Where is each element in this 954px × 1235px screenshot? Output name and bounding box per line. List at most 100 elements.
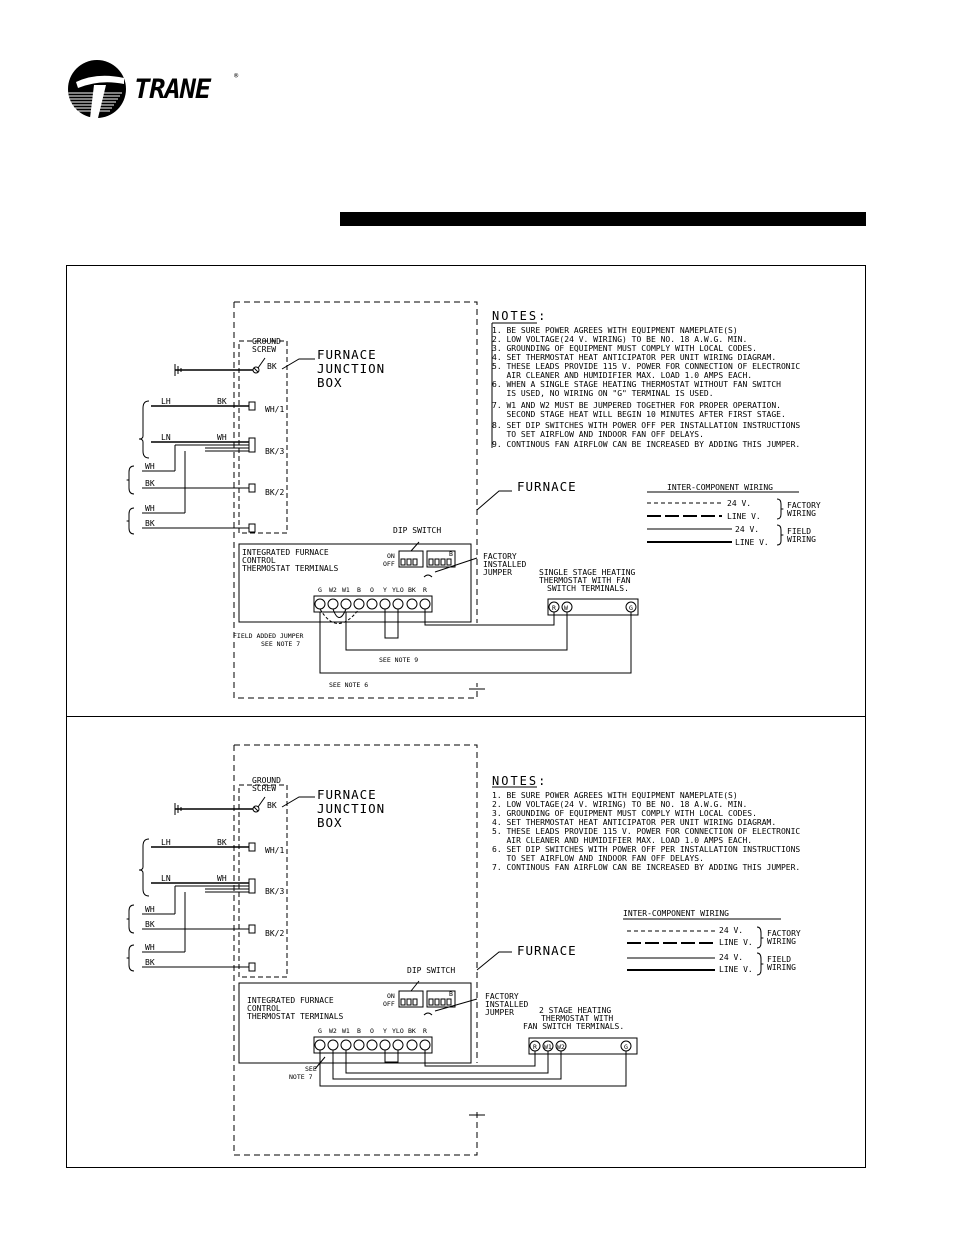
svg-text:24 V.: 24 V. xyxy=(719,926,743,935)
svg-text:B: B xyxy=(357,586,361,594)
svg-text:W1: W1 xyxy=(342,1027,350,1035)
svg-text:WH: WH xyxy=(145,905,155,914)
ground-screw-label: GROUND xyxy=(252,337,281,346)
factory-jumper-label: FACTORY xyxy=(483,552,517,561)
integrated-furnace-control xyxy=(238,982,472,1064)
svg-text:BK: BK xyxy=(145,519,155,528)
svg-text:G: G xyxy=(318,1027,322,1035)
svg-text:NOTE 7: NOTE 7 xyxy=(289,1073,313,1081)
svg-text:YLO: YLO xyxy=(392,586,404,594)
svg-text:G: G xyxy=(318,586,322,594)
svg-text:ON: ON xyxy=(387,992,395,1000)
dip-switch-label: DIP SWITCH xyxy=(393,526,441,535)
thermostat xyxy=(528,1037,638,1055)
svg-text:JUMPER: JUMPER xyxy=(483,568,512,577)
svg-text:6. WHEN A SINGLE STAGE HEATING: 6. WHEN A SINGLE STAGE HEATING THERMOSTA… xyxy=(492,380,781,389)
svg-text:SWITCH TERMINALS.: SWITCH TERMINALS. xyxy=(547,584,629,593)
factory-jumper-label: FACTORY xyxy=(485,992,519,1001)
svg-text:BK/3: BK/3 xyxy=(265,447,284,456)
svg-text:BOX: BOX xyxy=(317,815,343,830)
svg-text:8. SET DIP SWITCHES WITH POWER: 8. SET DIP SWITCHES WITH POWER OFF PER I… xyxy=(492,421,800,430)
svg-text:LH: LH xyxy=(161,838,171,847)
svg-text:WH: WH xyxy=(217,433,227,442)
svg-text:YLO: YLO xyxy=(392,1027,404,1035)
svg-text:THERMOSTAT TERMINALS: THERMOSTAT TERMINALS xyxy=(247,1012,344,1021)
notes-list: 1. BE SURE POWER AGREES WITH EQUIPMENT N… xyxy=(492,326,800,449)
svg-text:W1: W1 xyxy=(544,1043,552,1051)
svg-text:WH: WH xyxy=(145,504,155,513)
svg-text:SEE NOTE 6: SEE NOTE 6 xyxy=(329,681,368,689)
svg-text:BK: BK xyxy=(267,362,277,371)
svg-text:4. SET THERMOSTAT HEAT ANTICIP: 4. SET THERMOSTAT HEAT ANTICIPATOR PER U… xyxy=(492,353,776,362)
svg-text:5. THESE LEADS PROVIDE 115 V.: 5. THESE LEADS PROVIDE 115 V. POWER FOR … xyxy=(492,827,800,836)
svg-text:®: ® xyxy=(234,72,239,80)
svg-text:B: B xyxy=(357,1027,361,1035)
svg-text:Y: Y xyxy=(383,586,387,594)
svg-text:THERMOSTAT WITH: THERMOSTAT WITH xyxy=(541,1014,613,1023)
trane-logo: TRANE ® xyxy=(68,60,239,118)
svg-text:9. CONTINOUS FAN AIRFLOW CAN B: 9. CONTINOUS FAN AIRFLOW CAN BE INCREASE… xyxy=(492,440,800,449)
svg-text:BK/3: BK/3 xyxy=(265,887,284,896)
svg-text:7. CONTINOUS FAN AIRFLOW CAN B: 7. CONTINOUS FAN AIRFLOW CAN BE INCREASE… xyxy=(492,863,800,872)
svg-text:WIRING: WIRING xyxy=(767,937,796,946)
svg-text:G: G xyxy=(624,1043,628,1051)
svg-text:INSTALLED: INSTALLED xyxy=(483,560,527,569)
svg-text:WH: WH xyxy=(145,943,155,952)
wiring-diagram-two-stage: GROUND SCREW FURNACE JUNCTION BOX FURNAC… xyxy=(66,716,866,1168)
svg-text:WIRING: WIRING xyxy=(787,509,816,518)
svg-text:BK: BK xyxy=(267,801,277,810)
svg-text:IS USED, NO WIRING ON "G" TERM: IS USED, NO WIRING ON "G" TERMINAL IS US… xyxy=(492,389,714,398)
svg-text:O: O xyxy=(370,586,374,594)
svg-text:BK/2: BK/2 xyxy=(265,929,284,938)
thermostat-label: SINGLE STAGE HEATING xyxy=(539,568,636,577)
svg-text:SECOND STAGE HEAT WILL BEGIN 1: SECOND STAGE HEAT WILL BEGIN 10 MINUTES … xyxy=(492,410,786,419)
svg-text:LINE V.: LINE V. xyxy=(735,538,769,547)
svg-text:ON: ON xyxy=(387,552,395,560)
integrated-furnace-control xyxy=(238,543,472,623)
svg-text:2. LOW VOLTAGE(24 V. WIRING) T: 2. LOW VOLTAGE(24 V. WIRING) TO BE NO. 1… xyxy=(492,335,747,344)
ground-screw-label: GROUND xyxy=(252,776,281,785)
control-label: INTEGRATED FURNACE xyxy=(242,548,329,557)
legend-title: INTER-COMPONENT WIRING xyxy=(667,483,773,492)
svg-text:BK: BK xyxy=(145,920,155,929)
svg-text:SEE NOTE 9: SEE NOTE 9 xyxy=(379,656,418,664)
svg-text:WH/1: WH/1 xyxy=(265,405,284,414)
svg-text:BK: BK xyxy=(217,838,227,847)
svg-text:LINE V.: LINE V. xyxy=(719,965,753,974)
wiring-diagram-single-stage: GROUND SCREW FURNACE JUNCTION BOX FURNAC… xyxy=(66,265,866,717)
svg-text:W2: W2 xyxy=(557,1043,565,1051)
svg-text:OFF: OFF xyxy=(383,560,395,568)
thermostat xyxy=(547,598,639,616)
control-label: INTEGRATED FURNACE xyxy=(247,996,334,1005)
svg-text:R: R xyxy=(533,1043,537,1051)
svg-text:B: B xyxy=(449,550,453,558)
svg-text:JUMPER: JUMPER xyxy=(485,1008,514,1017)
svg-text:G: G xyxy=(629,604,633,612)
svg-text:BK: BK xyxy=(145,479,155,488)
svg-text:THERMOSTAT TERMINALS: THERMOSTAT TERMINALS xyxy=(242,564,339,573)
svg-text:7. W1 AND W2 MUST BE JUMPERED: 7. W1 AND W2 MUST BE JUMPERED TOGETHER F… xyxy=(492,401,781,410)
svg-text:W2: W2 xyxy=(329,1027,337,1035)
svg-text:WH: WH xyxy=(217,874,227,883)
svg-text:BK: BK xyxy=(217,397,227,406)
svg-text:R: R xyxy=(423,1027,427,1035)
svg-text:BK: BK xyxy=(408,1027,416,1035)
svg-text:SEE NOTE 7: SEE NOTE 7 xyxy=(261,640,300,648)
dip-switch-label: DIP SWITCH xyxy=(407,966,455,975)
junction-box xyxy=(238,784,288,978)
svg-text:W: W xyxy=(564,604,568,612)
legend-title: INTER-COMPONENT WIRING xyxy=(623,909,729,918)
svg-text:3. GROUNDING OF EQUIPMENT MUST: 3. GROUNDING OF EQUIPMENT MUST COMPLY WI… xyxy=(492,344,757,353)
junction-box-label: FURNACE xyxy=(317,347,377,362)
svg-text:24 V.: 24 V. xyxy=(719,953,743,962)
svg-text:6. SET DIP SWITCHES WITH POWER: 6. SET DIP SWITCHES WITH POWER OFF PER I… xyxy=(492,845,800,854)
svg-text:AIR CLEANER AND HUMIDIFIER MAX: AIR CLEANER AND HUMIDIFIER MAX. LOAD 1.0… xyxy=(492,371,752,380)
svg-text:THERMOSTAT WITH FAN: THERMOSTAT WITH FAN xyxy=(539,576,631,585)
header-rule xyxy=(340,212,866,226)
svg-text:WH/1: WH/1 xyxy=(265,846,284,855)
svg-text:R: R xyxy=(552,604,556,612)
svg-text:CONTROL: CONTROL xyxy=(242,556,276,565)
svg-text:O: O xyxy=(370,1027,374,1035)
svg-text:LN: LN xyxy=(161,874,171,883)
svg-text:LINE V.: LINE V. xyxy=(719,938,753,947)
